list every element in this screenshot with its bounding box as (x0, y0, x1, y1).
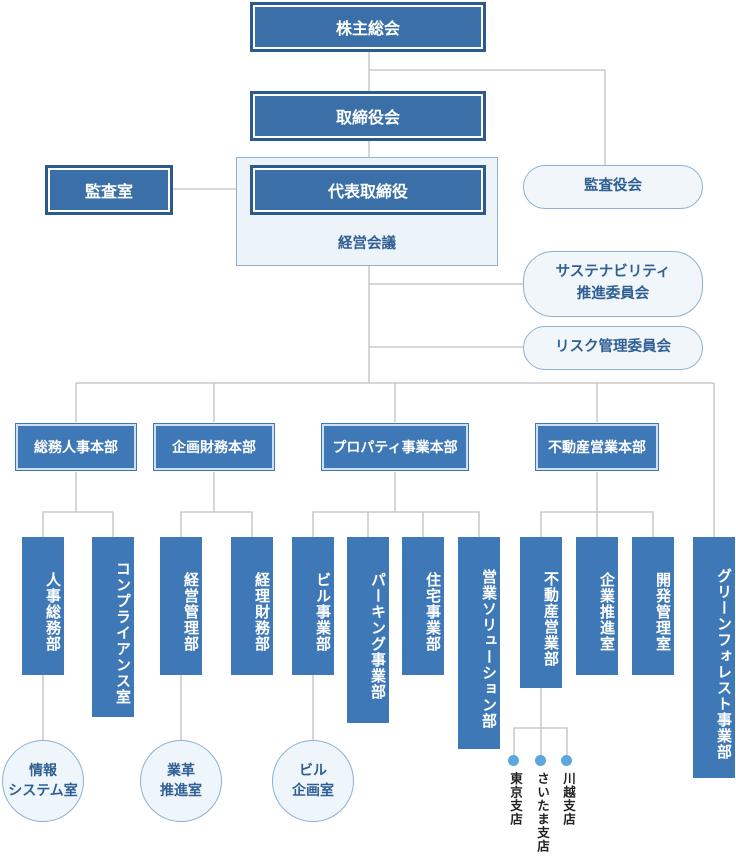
division-general-affairs-hr: 総務人事本部 (16, 424, 136, 470)
management-council-label: 経営会議 (338, 236, 396, 252)
audit-office-label: 監査室 (84, 182, 133, 201)
branch-kawagoe: 川越支店 (561, 772, 576, 826)
dept-accounting-finance: 経理財務部 (231, 537, 273, 675)
division-real-estate-sales: 不動産営業本部 (536, 424, 658, 470)
president-label: 代表取締役 (327, 182, 408, 201)
shareholders-meeting-label: 株主総会 (335, 19, 400, 38)
branch-dot-tokyo (508, 755, 519, 766)
division-label: 総務人事本部 (34, 440, 118, 456)
business-innovation-office: 業革 推進室 (140, 740, 222, 822)
risk-committee-label: リスク管理委員会 (555, 339, 671, 356)
shareholders-meeting-box: 株主総会 (250, 2, 486, 52)
board-of-directors-label: 取締役会 (335, 108, 400, 127)
audit-office-box: 監査室 (45, 165, 173, 215)
board-of-directors-box: 取締役会 (250, 91, 486, 141)
risk-committee-box: リスク管理委員会 (523, 326, 703, 370)
division-label: 不動産営業本部 (548, 440, 646, 456)
building-planning-line-1: ビル (299, 762, 327, 779)
dept-housing-business: 住宅事業部 (402, 537, 444, 675)
dept-hr-general-affairs: 人事総務部 (22, 537, 64, 675)
branch-saitama: さいたま支店 (535, 772, 550, 853)
sustainability-committee-line-1: サステナビリティ (555, 264, 671, 281)
building-planning-office: ビル 企画室 (272, 740, 354, 822)
division-label: プロパティ事業本部 (332, 440, 458, 456)
info-systems-line-1: 情報 (29, 762, 57, 779)
branch-dot-kawagoe (561, 755, 572, 766)
branch-tokyo: 東京支店 (508, 772, 523, 826)
dept-corporate-promotion: 企業推進室 (576, 537, 618, 675)
sustainability-committee-box: サステナビリティ 推進委員会 (523, 251, 703, 317)
dept-parking-business: パーキング事業部 (347, 537, 389, 723)
dept-real-estate-sales: 不動産営業部 (520, 537, 562, 688)
audit-board-box: 監査役会 (523, 165, 703, 209)
dept-sales-solutions: 営業ソリューション部 (458, 537, 500, 749)
division-property-business: プロパティ事業本部 (322, 424, 468, 470)
division-label: 企画財務本部 (172, 440, 256, 456)
dept-development-control: 開発管理室 (632, 537, 674, 675)
dept-compliance: コンプライアンス室 (92, 537, 134, 717)
division-planning-finance: 企画財務本部 (154, 424, 274, 470)
info-systems-office: 情報 システム室 (2, 740, 84, 822)
audit-board-label: 監査役会 (584, 178, 642, 195)
branch-dot-saitama (535, 755, 546, 766)
info-systems-line-2: システム室 (8, 783, 78, 799)
dept-management-control: 経営管理部 (160, 537, 202, 675)
building-planning-line-2: 企画室 (292, 783, 334, 799)
president-box: 代表取締役 (250, 165, 486, 215)
business-innovation-line-2: 推進室 (160, 783, 202, 799)
business-innovation-line-1: 業革 (167, 762, 195, 779)
dept-green-forest: グリーンフォレスト事業部 (693, 537, 735, 778)
sustainability-committee-line-2: 推進委員会 (576, 286, 650, 302)
dept-building-business: ビル事業部 (292, 537, 334, 675)
